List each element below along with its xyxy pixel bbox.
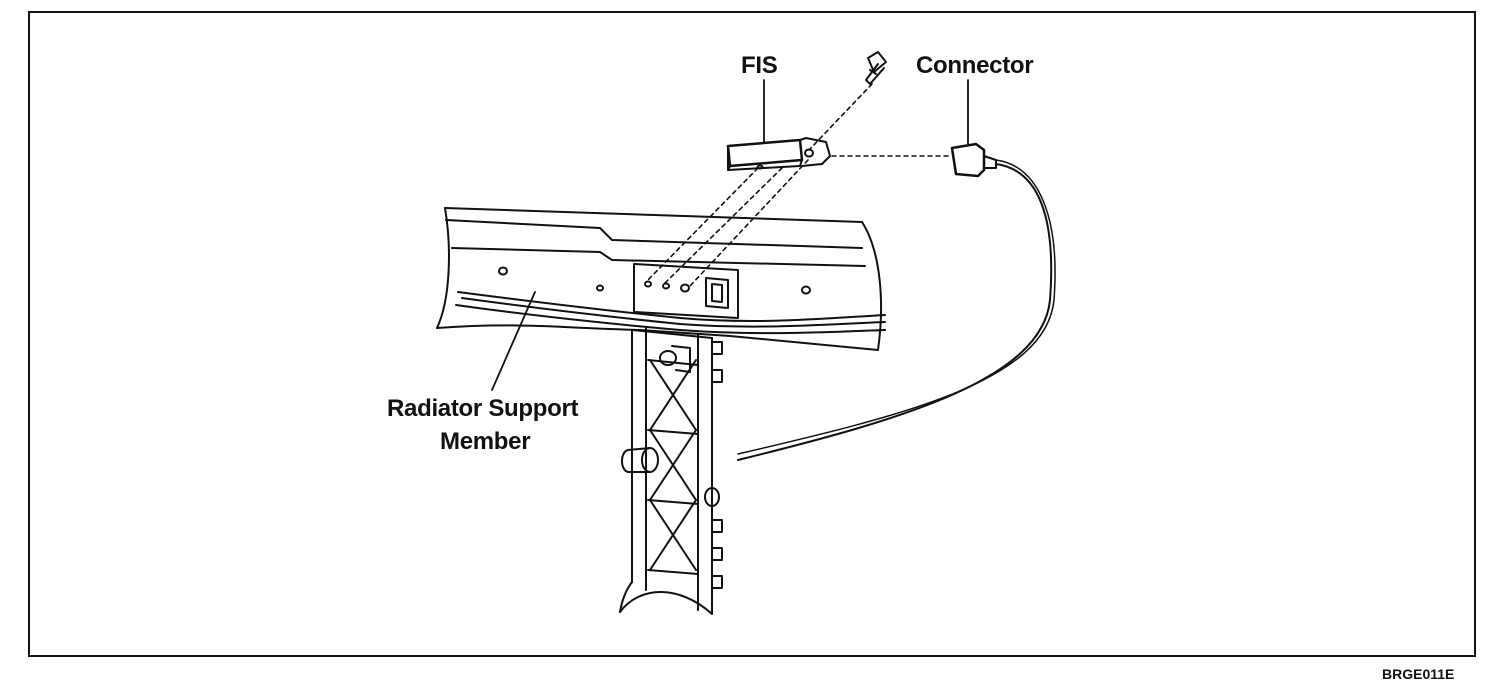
figure-code: BRGE011E — [1382, 666, 1455, 682]
connector-label: Connector — [916, 52, 1034, 79]
radiator-support-label-line1: Radiator Support — [387, 395, 579, 422]
vertical-bracket — [619, 327, 723, 615]
bolt — [865, 51, 887, 85]
connector — [737, 142, 1056, 461]
radiator-support-member — [436, 207, 886, 351]
leader-lines — [491, 79, 969, 391]
fis-label: FIS — [741, 52, 778, 79]
radiator-support-label-line2: Member — [440, 428, 531, 455]
fis-sensor — [726, 137, 831, 171]
alignment-lines — [645, 83, 949, 287]
diagram-frame — [28, 11, 1476, 657]
